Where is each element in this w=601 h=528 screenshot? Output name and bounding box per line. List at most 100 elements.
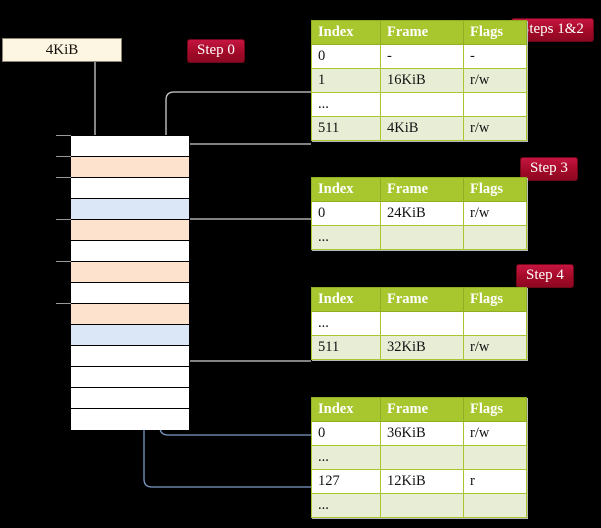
table-row: ... (311, 225, 527, 250)
table-row: ... (311, 493, 527, 518)
frame-4kib-label: 4KiB (45, 41, 79, 58)
memory-frame-row (71, 283, 189, 304)
table-cell-flags: - (463, 44, 527, 69)
memory-tick-mark (56, 303, 71, 304)
badge-step0: Step 0 (188, 40, 244, 62)
column-header-index: Index (311, 397, 381, 422)
table-cell-index: ... (311, 445, 381, 470)
badge-step3: Step 3 (521, 158, 577, 180)
column-header-frame: Frame (380, 287, 464, 312)
wire-step3 (174, 218, 311, 270)
memory-frame-row (71, 325, 189, 346)
memory-tick-mark (56, 156, 71, 157)
badge-label: Step 0 (197, 42, 235, 58)
column-header-flags: Flags (463, 20, 527, 45)
table-cell-frame: - (380, 44, 464, 69)
column-header-frame: Frame (380, 20, 464, 45)
badge-label: Step 4 (526, 267, 564, 283)
table-cell-frame: 24KiB (380, 201, 464, 226)
column-header-frame: Frame (380, 177, 464, 202)
table-cell-index: 511 (311, 116, 381, 141)
table-cell-flags: r (463, 469, 527, 494)
memory-frame-row (71, 346, 189, 367)
table-cell-flags: r/w (463, 421, 527, 446)
table-cell-index: 0 (311, 421, 381, 446)
column-header-index: Index (311, 20, 381, 45)
table-row: ... (311, 445, 527, 470)
physical-memory-column (70, 135, 190, 430)
table-cell-flags (463, 493, 527, 518)
table-cell-flags: r/w (463, 201, 527, 226)
memory-frame-row (71, 304, 189, 325)
table-cell-frame: 32KiB (380, 335, 464, 360)
table-cell-frame: 16KiB (380, 68, 464, 93)
table-cell-index: ... (311, 92, 381, 117)
table-cell-frame (380, 493, 464, 518)
table-cell-frame: 4KiB (380, 116, 464, 141)
badge-step4: Step 4 (517, 265, 573, 287)
table-cell-flags (463, 225, 527, 250)
memory-frame-row (71, 409, 189, 430)
memory-tick-mark (56, 261, 71, 262)
badge-label: Step 3 (530, 160, 568, 176)
table-cell-index: 127 (311, 469, 381, 494)
memory-frame-row (71, 220, 189, 241)
frame-4kib-box: 4KiB (2, 38, 122, 62)
table-cell-frame: 36KiB (380, 421, 464, 446)
table-cell-index: ... (311, 225, 381, 250)
table-cell-frame (380, 225, 464, 250)
memory-tick-mark (56, 135, 71, 136)
memory-tick-mark (56, 219, 71, 220)
memory-frame-row (71, 157, 189, 178)
table-cell-frame (380, 92, 464, 117)
table-cell-frame (380, 445, 464, 470)
table-cell-index: ... (311, 493, 381, 518)
column-header-flags: Flags (463, 397, 527, 422)
table-cell-index: 0 (311, 44, 381, 69)
table-cell-index: 1 (311, 68, 381, 93)
memory-tick-mark (56, 177, 71, 178)
table-cell-frame: 12KiB (380, 469, 464, 494)
wire-step4 (164, 312, 311, 362)
memory-frame-row (71, 136, 189, 157)
badge-steps12: Steps 1&2 (512, 19, 593, 41)
column-header-index: Index (311, 177, 381, 202)
table-cell-index: 511 (311, 335, 381, 360)
memory-frame-row (71, 262, 189, 283)
table-cell-index: ... (311, 311, 381, 336)
table-cell-flags: r/w (463, 335, 527, 360)
memory-frame-row (71, 388, 189, 409)
table-cell-flags (463, 92, 527, 117)
table-cell-flags (463, 311, 527, 336)
column-header-flags: Flags (463, 287, 527, 312)
column-header-frame: Frame (380, 397, 464, 422)
column-header-flags: Flags (463, 177, 527, 202)
table-cell-flags: r/w (463, 68, 527, 93)
table-row: ... (311, 92, 527, 117)
memory-frame-row (71, 241, 189, 262)
table-row: ... (311, 311, 527, 336)
wire-steps12-b (172, 143, 311, 249)
memory-frame-row (71, 178, 189, 199)
table-cell-index: 0 (311, 201, 381, 226)
column-header-index: Index (311, 287, 381, 312)
badge-label: Steps 1&2 (521, 21, 584, 37)
memory-frame-row (71, 367, 189, 388)
table-cell-frame (380, 311, 464, 336)
table-cell-flags: r/w (463, 116, 527, 141)
table-cell-flags (463, 445, 527, 470)
